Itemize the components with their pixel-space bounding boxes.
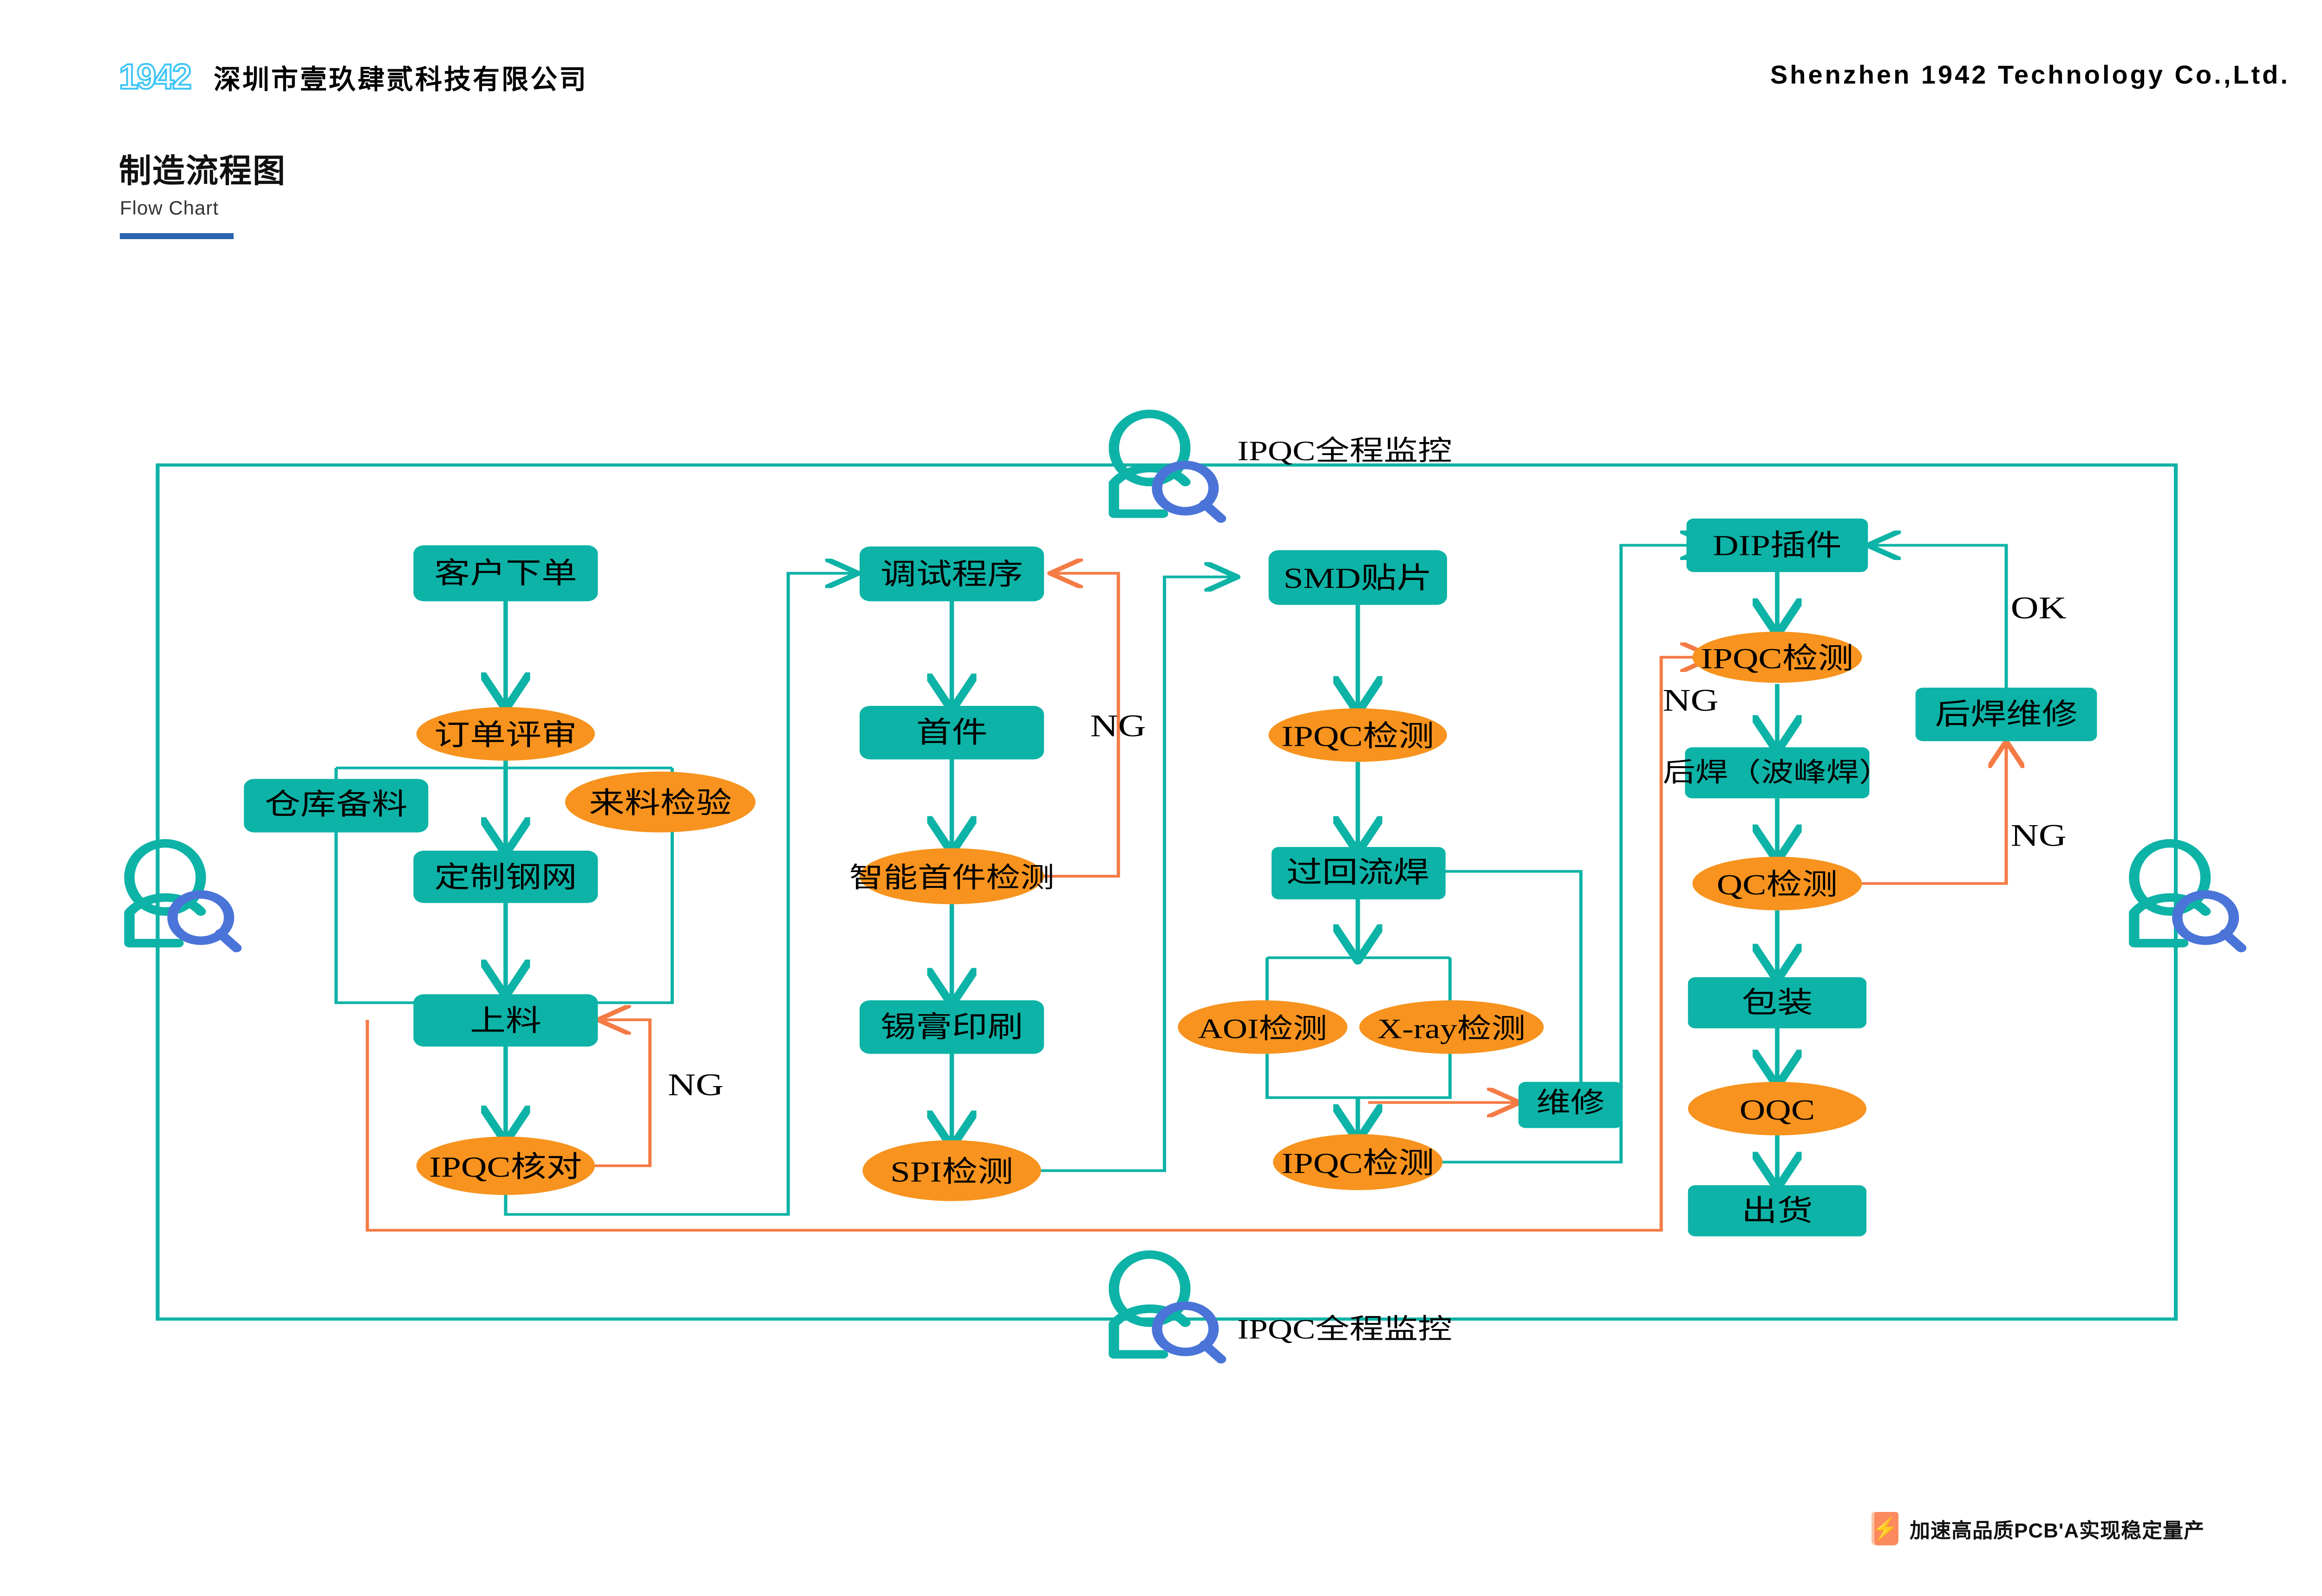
node-smart-first-article-check[interactable]: 智能首件检测 (849, 848, 1055, 905)
company-name-cn: 深圳市壹玖肆贰科技有限公司 (214, 65, 588, 95)
flow-edges-lane2 (952, 577, 1234, 1172)
edge-label-ng-3: NG (1663, 683, 1718, 718)
edge-label-ok-1: OK (2011, 591, 2067, 625)
ng-edges-lane2 (1041, 573, 1120, 878)
edge-label-ng-2: NG (1090, 709, 1146, 743)
flow-edges-lane4 (1777, 545, 2008, 1185)
footer-slogan-text: 加速高品质PCB'A实现稳定量产 (1910, 1519, 2205, 1542)
node-loading[interactable]: 上料 (413, 994, 598, 1047)
node-aoi-inspection[interactable]: AOI检测 (1178, 1000, 1348, 1054)
node-label: 维修 (1536, 1087, 1605, 1118)
node-shipment[interactable]: 出货 (1688, 1185, 1867, 1237)
node-order-review[interactable]: 订单评审 (416, 707, 595, 761)
node-oqc[interactable]: OQC (1688, 1081, 1867, 1135)
node-dip-insertion[interactable]: DIP插件 (1686, 518, 1868, 572)
node-wave-soldering[interactable]: 后焊（波峰焊） (1663, 747, 1892, 799)
flow-edges-lane3 (1265, 545, 1710, 1164)
footer-slogan-badge: ⚡ 加速高品质PCB'A实现稳定量产 (1872, 1512, 2205, 1545)
node-label: 过回流焊 (1286, 857, 1429, 889)
node-label: SPI检测 (890, 1156, 1013, 1188)
node-label: 后焊（波峰焊） (1663, 758, 1892, 788)
ipqc-monitor-icon-bottom (1109, 1250, 1226, 1364)
node-repair-smt[interactable]: 维修 (1518, 1081, 1623, 1128)
node-incoming-inspection[interactable]: 来料检验 (565, 771, 756, 833)
node-label: 后焊维修 (1935, 698, 2077, 731)
node-post-solder-repair[interactable]: 后焊维修 (1915, 687, 2097, 742)
ipqc-monitor-icon-top (1109, 410, 1226, 523)
node-label: IPQC检测 (1281, 1147, 1434, 1180)
company-logo-icon: 1942 (118, 55, 202, 99)
node-first-article[interactable]: 首件 (859, 706, 1044, 760)
node-label: SMD贴片 (1284, 562, 1432, 594)
page-title: 制造流程图 (119, 153, 286, 189)
node-ipqc-inspection-dip[interactable]: IPQC检测 (1692, 632, 1862, 683)
node-ipqc-verify[interactable]: IPQC核对 (416, 1136, 595, 1195)
edge-label-ng-4: NG (2011, 818, 2067, 853)
node-label: X-ray检测 (1377, 1013, 1526, 1044)
ipqc-monitor-label-bottom: IPQC全程监控 (1237, 1314, 1452, 1345)
ipqc-monitor-icon-right (2129, 839, 2247, 952)
bolt-icon: ⚡ (1872, 1512, 1898, 1545)
node-warehouse-prep[interactable]: 仓库备料 (244, 779, 429, 833)
node-ipqc-inspection-smd[interactable]: IPQC检测 (1268, 708, 1447, 762)
manufacturing-flowchart: IPQC全程监控 IPQC全程监控 (124, 410, 2247, 1364)
node-xray-inspection[interactable]: X-ray检测 (1359, 1000, 1544, 1054)
node-label: AOI检测 (1198, 1013, 1327, 1044)
node-label: IPQC检测 (1281, 720, 1434, 753)
logo-text: 1942 (118, 56, 193, 98)
node-customer-order[interactable]: 客户下单 (413, 545, 598, 601)
node-smd-placement[interactable]: SMD贴片 (1268, 550, 1447, 605)
page-header: 1942 深圳市壹玖肆贰科技有限公司 Shenzhen 1942 Technol… (0, 0, 2322, 121)
ng-edges-lane4 (1862, 743, 2006, 885)
node-label: 包装 (1742, 987, 1813, 1019)
node-label: QC检测 (1717, 869, 1838, 901)
node-ipqc-inspection-reflow[interactable]: IPQC检测 (1273, 1134, 1443, 1190)
company-name-en: Shenzhen 1942 Technology Co.,Ltd. (1770, 60, 2290, 89)
node-label: 定制钢网 (434, 861, 577, 894)
node-qc-inspection[interactable]: QC检测 (1692, 857, 1862, 911)
edge-label-ng-1: NG (668, 1068, 724, 1102)
node-label: 来料检验 (589, 787, 731, 820)
node-spi-inspection[interactable]: SPI检测 (862, 1140, 1041, 1201)
node-label: 客户下单 (434, 557, 577, 590)
title-underline-rule (120, 233, 234, 239)
node-label: IPQC检测 (1701, 642, 1854, 675)
ng-edges-lane1 (365, 657, 1710, 1232)
node-label: DIP插件 (1713, 529, 1842, 562)
node-label: 首件 (916, 717, 988, 749)
node-reflow-soldering[interactable]: 过回流焊 (1272, 847, 1446, 899)
node-label: 出货 (1742, 1195, 1813, 1227)
node-label: 智能首件检测 (849, 862, 1055, 893)
node-debug-program[interactable]: 调试程序 (859, 546, 1044, 601)
node-label: 锡膏印刷 (881, 1011, 1023, 1043)
node-label: 调试程序 (881, 559, 1023, 591)
ipqc-monitor-icon-left (124, 839, 242, 952)
ipqc-monitor-label-top: IPQC全程监控 (1237, 435, 1452, 466)
node-custom-stencil[interactable]: 定制钢网 (413, 850, 598, 903)
node-label: 仓库备料 (265, 788, 407, 821)
flow-edges-lane1 (334, 573, 855, 1216)
node-label: 上料 (470, 1005, 541, 1037)
page-subtitle: Flow Chart (120, 197, 219, 219)
node-label: IPQC核对 (429, 1151, 582, 1184)
node-packaging[interactable]: 包装 (1688, 977, 1867, 1029)
node-label: OQC (1740, 1094, 1815, 1126)
bolt-glyph: ⚡ (1872, 1517, 1898, 1541)
node-label: 订单评审 (434, 719, 577, 751)
node-solder-paste-printing[interactable]: 锡膏印刷 (859, 1000, 1044, 1054)
